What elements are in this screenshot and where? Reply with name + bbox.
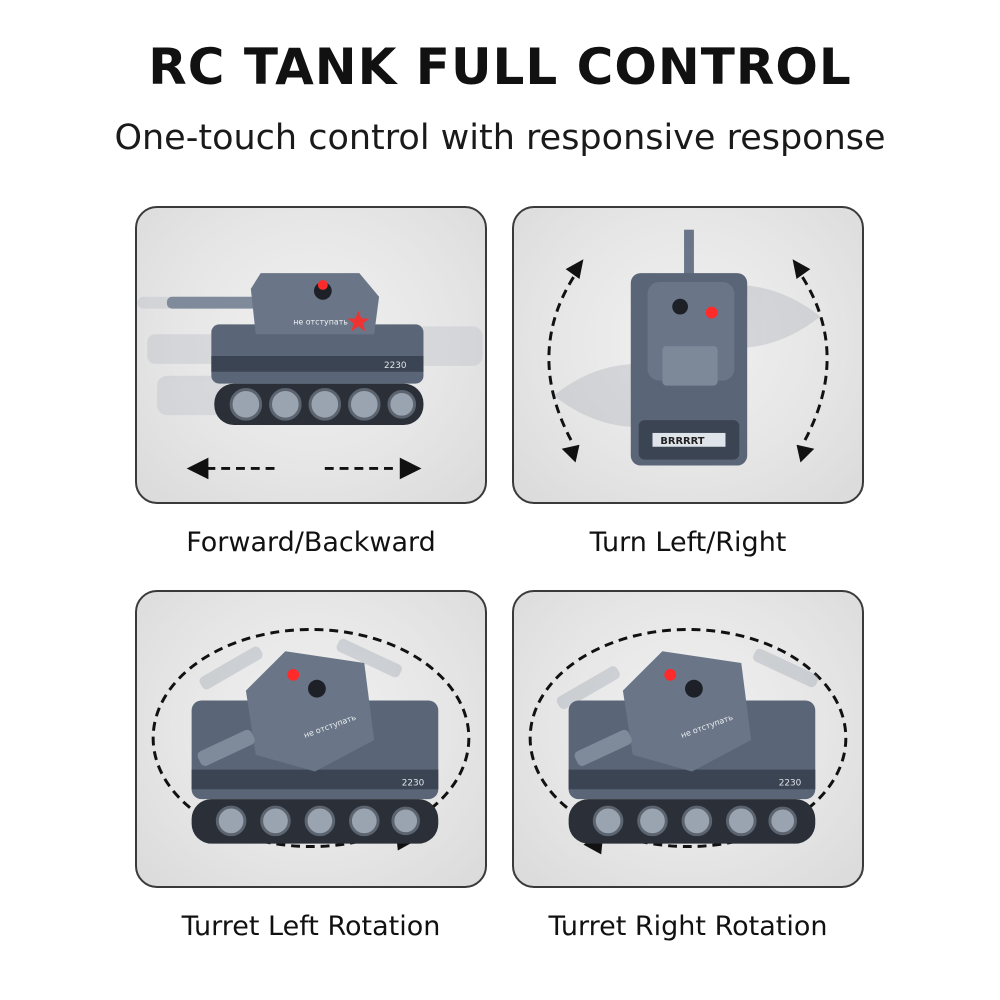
turret-slogan: не отступать — [293, 317, 348, 326]
turret-left-panel: 2230 не отступать — [135, 590, 487, 888]
turn-left-right-panel: BRRRRT — [512, 206, 864, 504]
led-light — [287, 668, 300, 681]
page-title: RC TANK FULL CONTROL — [148, 38, 852, 96]
page-subtitle: One-touch control with responsive respon… — [114, 118, 886, 158]
hull-number: 2230 — [402, 778, 425, 788]
turret-right-panel: 2230 не отступать — [512, 590, 864, 888]
led-light — [317, 280, 328, 290]
tank-turret-left-illustration: 2230 не отступать — [151, 628, 471, 851]
turret-right-caption: Turret Right Rotation — [548, 911, 828, 942]
forward-backward-panel: 2230 не отступать — [135, 206, 487, 504]
turn-left-right-caption: Turn Left/Right — [589, 527, 787, 558]
forward-backward-caption: Forward/Backward — [186, 527, 436, 558]
front-badge: BRRRRT — [660, 436, 704, 447]
rotation-arrows-icon — [547, 276, 829, 446]
tank-side-illustration: 2230 не отступать — [137, 273, 483, 480]
forward-backward-arrows-icon — [186, 457, 422, 480]
led-light — [705, 306, 718, 319]
tank-turret-right-illustration: 2230 не отступать — [528, 628, 848, 855]
turret-left-caption: Turret Left Rotation — [181, 911, 441, 942]
hull-number: 2230 — [779, 778, 802, 788]
tank-top-illustration: BRRRRT — [547, 229, 829, 466]
turret-right-arrow-icon — [528, 628, 848, 849]
led-light — [664, 668, 677, 681]
hull-number: 2230 — [384, 361, 407, 371]
turret-left-arrow-icon — [151, 628, 471, 849]
